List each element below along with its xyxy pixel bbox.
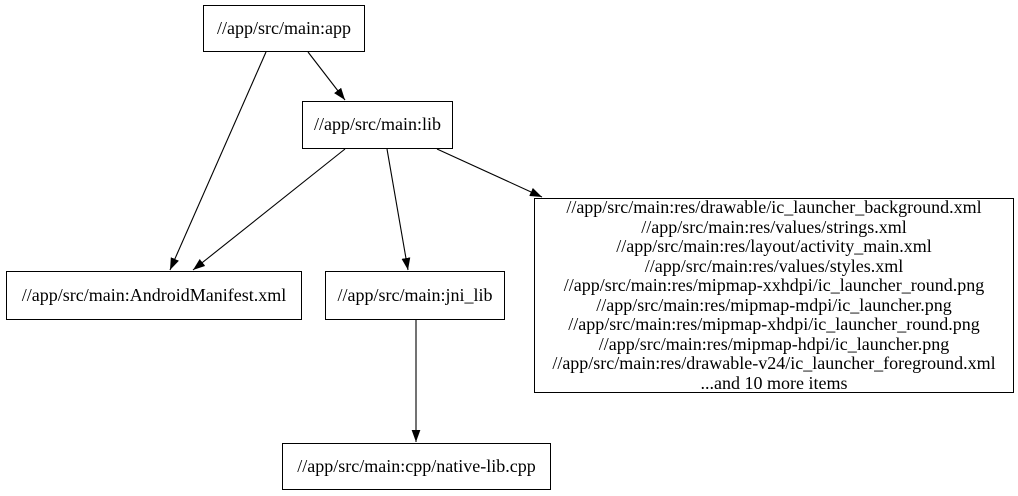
node-app-target: //app/src/main:app — [203, 5, 365, 52]
res-file-line: //app/src/main:res/mipmap-mdpi/ic_launch… — [596, 294, 952, 315]
res-file-line: //app/src/main:res/values/strings.xml — [641, 216, 907, 237]
res-file-line: //app/src/main:res/values/styles.xml — [644, 255, 904, 276]
node-native-lib-cpp: //app/src/main:cpp/native-lib.cpp — [282, 443, 551, 490]
node-lib-target: //app/src/main:lib — [302, 101, 453, 149]
res-file-line: //app/src/main:res/layout/activity_main.… — [616, 236, 932, 256]
res-file-line: //app/src/main:res/drawable-v24/ic_launc… — [552, 353, 996, 373]
edge-app-to-lib — [307, 51, 346, 101]
node-jni-lib: //app/src/main:jni_lib — [325, 271, 505, 320]
res-file-line: //app/src/main:res/mipmap-xhdpi/ic_launc… — [568, 314, 980, 334]
edge-lib-to-res-group — [436, 148, 543, 198]
res-file-line: //app/src/main:res/drawable/ic_launcher_… — [566, 197, 982, 217]
res-file-line: //app/src/main:res/mipmap-xxhdpi/ic_laun… — [563, 275, 985, 295]
edge-lib-to-manifest — [192, 148, 346, 271]
node-res-group: //app/src/main:res/drawable/ic_launcher_… — [534, 197, 1014, 393]
edge-app-to-manifest — [169, 51, 267, 271]
res-file-line: //app/src/main:res/mipmap-hdpi/ic_launch… — [598, 333, 950, 354]
edge-lib-to-jni-lib — [386, 148, 411, 271]
res-more-items-line: ...and 10 more items — [700, 372, 848, 393]
node-android-manifest: //app/src/main:AndroidManifest.xml — [6, 271, 302, 320]
